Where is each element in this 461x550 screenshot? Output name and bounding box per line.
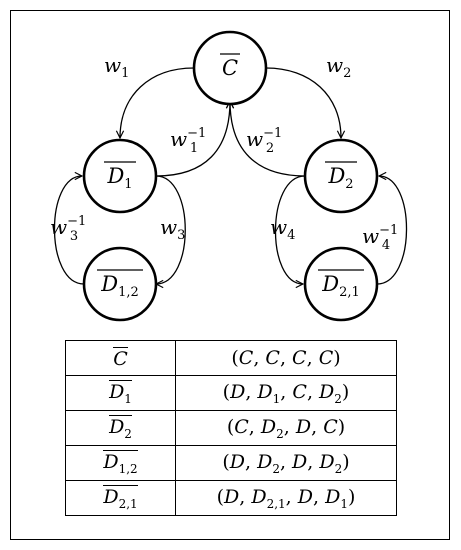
table-row: D2,1(D, D2,1, D, D1) bbox=[65, 480, 397, 516]
table-state-cell: D1,2 bbox=[65, 445, 176, 481]
table-state-cell: C bbox=[65, 340, 176, 376]
table-state-cell: D1 bbox=[65, 375, 176, 411]
edge-D1-to-D12 bbox=[156, 175, 186, 284]
node-D1: D1 bbox=[82, 138, 158, 214]
node-C: C bbox=[192, 30, 268, 106]
state-table: C(C, C, C, C)D1(D, D1, C, D2)D2(C, D2, D… bbox=[65, 340, 397, 516]
edge-label-C-to-D1: w1 bbox=[104, 53, 129, 81]
table-tuple-cell: (D, D1, C, D2) bbox=[175, 375, 397, 411]
node-circle-D1 bbox=[82, 138, 158, 214]
table-tuple-cell: (D, D2, D, D2) bbox=[175, 445, 397, 481]
edge-D2-to-C bbox=[230, 101, 306, 177]
table-state-cell: D2 bbox=[65, 410, 176, 446]
node-circle-D12 bbox=[82, 246, 158, 322]
edge-D21-to-D2 bbox=[376, 176, 408, 285]
node-label-D12: D1,2 bbox=[100, 272, 139, 300]
node-D21: D2,1 bbox=[303, 246, 379, 322]
table-row: C(C, C, C, C) bbox=[65, 340, 397, 376]
node-label-D2: D2 bbox=[327, 164, 353, 192]
node-label-C: C bbox=[222, 56, 238, 80]
table-tuple-cell: (C, D2, D, C) bbox=[175, 410, 397, 446]
table-row: D2(C, D2, D, C) bbox=[65, 410, 397, 446]
edge-D1-to-C bbox=[155, 101, 230, 177]
edge-C-to-D2 bbox=[265, 67, 341, 138]
table-row: D1(D, D1, C, D2) bbox=[65, 375, 397, 411]
edge-label-D2-to-D21: w4 bbox=[270, 215, 295, 243]
node-circle-C bbox=[192, 30, 268, 106]
node-circle-D2 bbox=[303, 138, 379, 214]
edge-C-to-D1 bbox=[120, 67, 195, 138]
figure-frame bbox=[10, 10, 450, 540]
table-tuple-cell: (D, D2,1, D, D1) bbox=[175, 480, 397, 516]
node-circle-D21 bbox=[303, 246, 379, 322]
node-D12: D1,2 bbox=[82, 246, 158, 322]
edge-D12-to-D1 bbox=[53, 176, 85, 285]
node-D2: D2 bbox=[303, 138, 379, 214]
node-label-D21: D2,1 bbox=[321, 272, 360, 300]
table-state-cell: D2,1 bbox=[65, 480, 176, 516]
edges-layer bbox=[53, 67, 408, 285]
table-tuple-cell: (C, C, C, C) bbox=[175, 340, 397, 376]
edge-label-D1-to-D12: w3 bbox=[160, 215, 185, 243]
table-row: D1,2(D, D2, D, D2) bbox=[65, 445, 397, 481]
node-label-D1: D1 bbox=[106, 164, 132, 192]
edge-label-C-to-D2: w2 bbox=[326, 53, 351, 81]
edge-D2-to-D21 bbox=[274, 175, 306, 284]
